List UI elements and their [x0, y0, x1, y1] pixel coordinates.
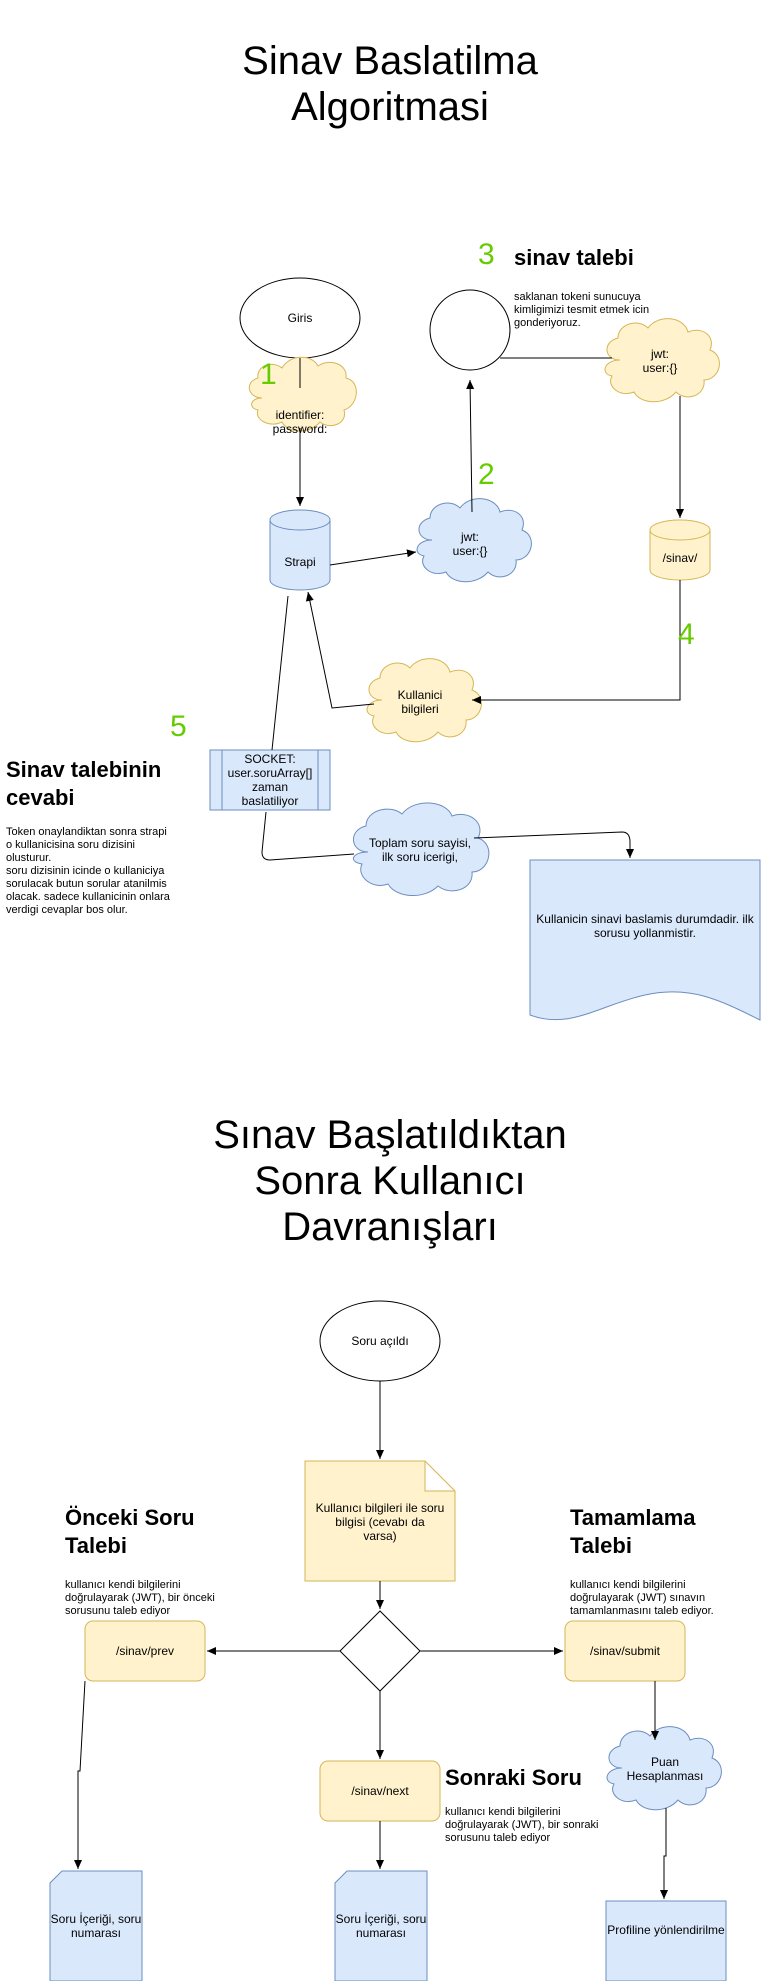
step-number-5: 5 [170, 710, 187, 743]
prev-text: kullanıcı kendi bilgilerini doğrulayarak… [65, 1579, 215, 1617]
prev-box-label: /sinav/prev [115, 1644, 175, 1658]
toplam-cloud [353, 802, 490, 896]
socket-process [209, 749, 331, 811]
jwt-right-cloud [604, 318, 720, 403]
card-left [49, 1870, 143, 1981]
connector-jwt-circle [466, 379, 475, 513]
socket-label: SOCKET: user.soruArray[] zaman baslatili… [227, 752, 313, 808]
response-text: Token onaylandiktan sonra strapi o kulla… [6, 826, 170, 916]
puan-cloud [606, 1726, 722, 1811]
note-label: Kullanıcı bilgileri ile soru bilgisi (ce… [315, 1501, 445, 1543]
kullanici-bilgileri-label: Kullanici bilgileri [397, 688, 443, 716]
step-number-1: 1 [260, 358, 277, 391]
response-heading: Sinav talebinin cevabi [6, 757, 162, 810]
identifier-cloud [248, 356, 357, 432]
step-number-3: 3 [478, 238, 495, 271]
identifier-label: identifier: password: [272, 408, 328, 436]
note-shape [304, 1460, 456, 1582]
sinav-label: /sinav/ [662, 551, 698, 565]
connector-kullanici-strapi [305, 591, 375, 709]
profile-doc-label: Profiline yönlendirilme [607, 1923, 725, 1937]
strapi-cylinder [269, 509, 331, 591]
status-document [529, 859, 761, 1021]
kullanici-cloud [366, 658, 482, 743]
connector-puan-profile [660, 1808, 668, 1899]
soru-acildi-label: Soru açıldı [351, 1334, 409, 1348]
jwt-right-label: jwt: user:{} [642, 347, 678, 375]
submit-heading: Tamamlama Talebi [570, 1505, 696, 1558]
submit-box-label: /sinav/submit [589, 1644, 661, 1658]
jwt-left-label: jwt: user:{} [452, 530, 488, 558]
prev-box [84, 1620, 206, 1682]
connector-strapi-socket [271, 595, 289, 751]
card-mid [334, 1870, 428, 1981]
sinav-cylinder [649, 519, 711, 581]
next-heading: Sonraki Soru [445, 1765, 582, 1790]
next-text: kullanıcı kendi bilgilerini doğrulayarak… [445, 1806, 599, 1844]
prev-heading: Önceki Soru Talebi [65, 1505, 195, 1558]
circle-node [429, 289, 511, 371]
card-mid-label: Soru İçeriği, soru numarası [335, 1912, 427, 1940]
decision-diamond [339, 1610, 421, 1692]
giris-label: Giris [287, 311, 313, 325]
exam-request-heading: sinav talebi [514, 245, 634, 270]
card-left-label: Soru İçeriği, soru numarası [50, 1912, 142, 1940]
connector-sinav-kullanici [472, 580, 681, 704]
step-number-4: 4 [678, 618, 695, 651]
strapi-label: Strapi [284, 555, 316, 569]
status-doc-label: Kullanicin sinavi baslamis durumdadir. i… [536, 912, 754, 940]
submit-text: kullanıcı kendi bilgilerini doğrulayarak… [570, 1579, 714, 1617]
submit-box [564, 1620, 686, 1682]
toplam-label: Toplam soru sayisi, ilk soru icerigi, [368, 836, 472, 864]
step-number-2: 2 [478, 458, 495, 491]
puan-label: Puan Hesaplanması [626, 1755, 704, 1783]
next-box-label: /sinav/next [351, 1784, 409, 1798]
profile-document [605, 1900, 727, 1981]
exam-request-text: saklanan tokeni sunucuya kimligimizi tes… [514, 291, 650, 329]
connector-prev-card [74, 1680, 86, 1869]
section2-title: Sınav Başlatıldıktan Sonra Kullanıcı Dav… [213, 1113, 567, 1249]
connector-strapi-jwt [329, 549, 417, 566]
section1-title: Sinav Baslatilma Algoritmasi [242, 39, 538, 129]
jwt-left-cloud [416, 498, 532, 583]
connector-socket-doc [261, 811, 630, 860]
